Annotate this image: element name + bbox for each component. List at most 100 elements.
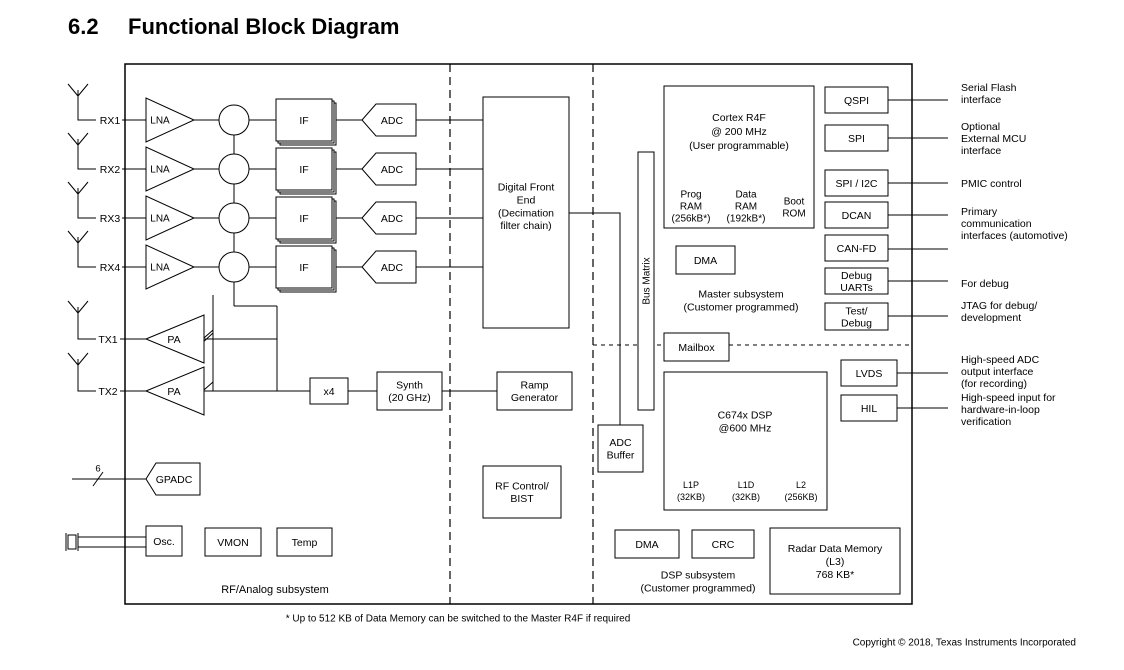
if-block-label: IF xyxy=(299,164,308,176)
if-block xyxy=(275,147,333,191)
lna xyxy=(145,195,196,241)
adc xyxy=(361,152,417,186)
dsp-subsystem-label: DSP subsystem(Customer programmed) xyxy=(641,569,756,594)
master-dma-label: DMA xyxy=(694,255,717,267)
adc xyxy=(361,250,417,284)
mixer xyxy=(218,251,250,283)
rx-label: RX1 xyxy=(100,115,121,127)
interface-qspi xyxy=(824,86,889,114)
dsp-label: C674x DSP@600 MHz xyxy=(718,409,773,434)
interface-debug-uarts xyxy=(824,267,889,295)
vmon-block-label: VMON xyxy=(217,537,249,549)
ramp-generator xyxy=(496,371,573,411)
mixer xyxy=(218,104,250,136)
radar-data-memory-label: Radar Data Memory(L3)768 KB* xyxy=(788,543,883,581)
pa-label: PA xyxy=(167,386,180,398)
rf-control-bist xyxy=(482,465,562,519)
interface-test-debug xyxy=(824,302,889,331)
cortex-r4f xyxy=(663,85,815,229)
adc-label: ADC xyxy=(381,115,404,127)
l1d-label: L1D(32KB) xyxy=(732,480,760,502)
bus-matrix-label: Bus Matrix xyxy=(642,257,653,304)
c674x-dsp xyxy=(663,371,828,511)
mixer xyxy=(218,202,250,234)
if-block-label: IF xyxy=(299,213,308,225)
temp-block xyxy=(276,527,333,557)
interface-hil-label: HIL xyxy=(861,403,878,415)
interface-spi-i2c xyxy=(824,169,889,197)
chip-outline xyxy=(124,63,913,605)
interface-lvds-label: LVDS xyxy=(856,368,883,380)
lna-label: LNA xyxy=(150,263,170,274)
interface-desc: For debug xyxy=(961,278,1009,290)
if-block-label: IF xyxy=(299,115,308,127)
master-dma xyxy=(675,245,736,275)
lna-label: LNA xyxy=(150,116,170,127)
mixer xyxy=(218,153,250,185)
x4-block xyxy=(309,377,349,405)
l2-label: L2(256KB) xyxy=(784,480,817,502)
vmon-block xyxy=(204,527,262,557)
lna-label: LNA xyxy=(150,165,170,176)
dsp-dma-label: DMA xyxy=(635,539,658,551)
interface-dcan xyxy=(824,201,889,229)
gpadc xyxy=(145,462,201,496)
rf-subsystem-label: RF/Analog subsystem xyxy=(221,584,329,596)
adc-label: ADC xyxy=(381,164,404,176)
footnote: * Up to 512 KB of Data Memory can be swi… xyxy=(286,614,631,625)
gpadc-label: GPADC xyxy=(156,474,193,486)
rx-label: RX2 xyxy=(100,164,121,176)
temp-block-label: Temp xyxy=(292,537,318,549)
master-subsystem-label: Master subsystem(Customer programmed) xyxy=(684,288,799,313)
copyright: Copyright © 2018, Texas Instruments Inco… xyxy=(853,638,1076,649)
section-number: 6.2 xyxy=(68,14,99,39)
lna xyxy=(145,244,196,290)
radar-data-memory xyxy=(769,527,901,595)
l1p-label: L1P(32KB) xyxy=(677,480,705,502)
bus-matrix xyxy=(637,151,655,411)
mailbox-label: Mailbox xyxy=(678,342,715,354)
interface-test-debug-label: Test/Debug xyxy=(841,305,872,329)
osc-block xyxy=(145,525,183,557)
interface-spi xyxy=(824,124,889,152)
if-block xyxy=(275,98,333,142)
tx-label: TX1 xyxy=(98,334,117,346)
x4-block-label: x4 xyxy=(323,386,334,398)
dsp-dma xyxy=(614,529,680,559)
crc-block xyxy=(691,529,755,559)
pa xyxy=(144,366,205,416)
interface-qspi-label: QSPI xyxy=(844,95,869,107)
interface-hil xyxy=(840,394,898,422)
synth-block-label: Synth(20 GHz) xyxy=(388,379,431,404)
cortex-label: Cortex R4F@ 200 MHz(User programmable) xyxy=(689,112,789,152)
adc xyxy=(361,201,417,235)
crystal xyxy=(67,534,77,550)
interface-spi-i2c-label: SPI / I2C xyxy=(835,178,877,190)
synth-block xyxy=(376,371,443,411)
if-block xyxy=(275,196,333,240)
rf-control-bist-label: RF Control/BIST xyxy=(495,480,549,505)
adc xyxy=(361,103,417,137)
gpadc-count: 6 xyxy=(95,463,100,474)
rx-label: RX3 xyxy=(100,213,121,225)
interface-desc: PMIC control xyxy=(961,178,1022,190)
lna-label: LNA xyxy=(150,214,170,225)
mailbox xyxy=(663,332,730,362)
pa xyxy=(144,314,205,364)
if-block-label: IF xyxy=(299,262,308,274)
crc-block-label: CRC xyxy=(712,539,735,551)
interface-lvds xyxy=(840,359,898,387)
interface-dcan-label: DCAN xyxy=(842,210,872,222)
